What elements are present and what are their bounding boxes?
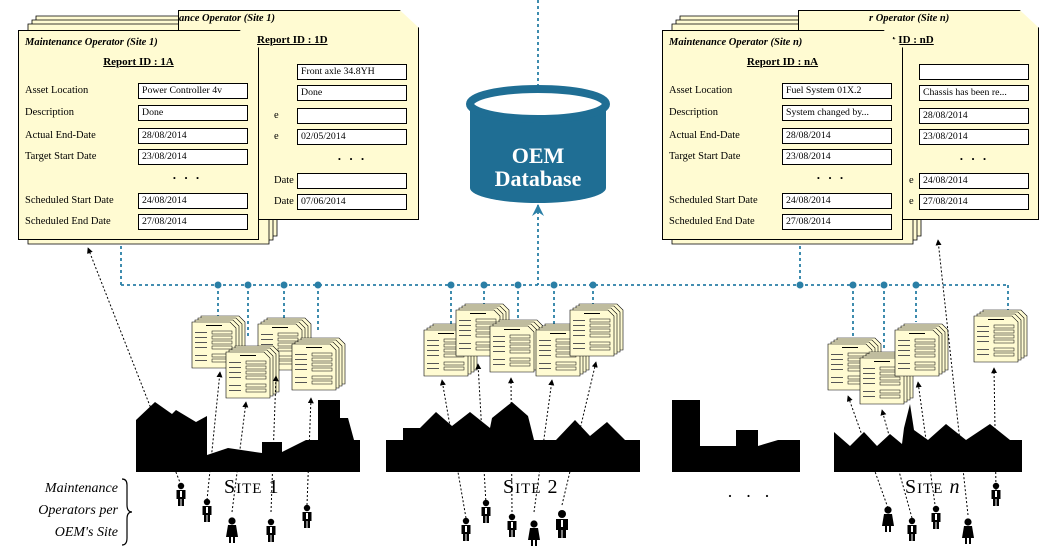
field-value: 24/08/2014 <box>782 193 892 209</box>
field-value: 24/08/2014 <box>919 173 1029 189</box>
site-label-initial: S <box>224 476 237 498</box>
report-id: Report ID : 1D <box>257 34 328 46</box>
field-value: 28/08/2014 <box>919 108 1029 124</box>
field-value <box>297 173 407 189</box>
field-label-fragment: e <box>909 196 914 207</box>
field-row: Actual End-Date 28/08/2014 <box>25 128 252 145</box>
field-label: Scheduled End Date <box>669 216 755 227</box>
field-value <box>297 108 407 124</box>
field-value: System changed by... <box>782 105 892 121</box>
network-nodes <box>214 281 920 289</box>
site-mid-building-icon <box>672 400 800 472</box>
site2-building-icon <box>386 402 640 472</box>
field-value: 27/08/2014 <box>919 194 1029 210</box>
database-icon <box>466 85 610 203</box>
field-label: Actual End-Date <box>669 130 740 141</box>
field-label-fragment: e <box>909 175 914 186</box>
field-label: Target Start Date <box>669 151 741 162</box>
field-value: 23/08/2014 <box>919 129 1029 145</box>
field-label-fragment: e <box>274 110 279 121</box>
operator-arrows <box>87 239 998 519</box>
site-label-rest: ITE <box>236 481 263 497</box>
database-label-line1: OEM <box>512 143 565 168</box>
field-label: Target Start Date <box>25 151 97 162</box>
siten-building-icon <box>834 404 1022 472</box>
field-value: 24/08/2014 <box>138 193 248 209</box>
field-label: Asset Location <box>25 85 89 96</box>
more-sites-ellipsis: · · · <box>727 486 774 506</box>
ellipsis: · · · <box>816 170 846 185</box>
field-row: Scheduled Start Date 24/08/2014 <box>669 193 896 210</box>
site-label-rest: ITE <box>917 481 944 497</box>
upload-arrow-icon <box>532 204 544 216</box>
field-value: Fuel System 01X.2 <box>782 83 892 99</box>
field-label-fragment: Date <box>274 196 294 207</box>
field-value: 07/06/2014 <box>297 194 407 210</box>
field-row: Asset Location Fuel System 01X.2 <box>669 83 896 100</box>
field-value: 27/08/2014 <box>138 214 248 230</box>
site-label-initial: S <box>905 476 918 498</box>
site-label-number: n <box>949 476 961 498</box>
site-label-1: SITE 1 <box>224 476 279 499</box>
field-row: Target Start Date 23/08/2014 <box>669 149 896 166</box>
field-value <box>919 64 1029 80</box>
ellipsis: · · · <box>172 170 202 185</box>
operators-site2 <box>461 499 568 546</box>
report-card-title-fragment: ance Operator (Site 1) <box>179 13 275 24</box>
side-label-line: Maintenance <box>44 481 118 496</box>
field-label: Description <box>25 107 74 118</box>
field-label-fragment: Date <box>274 175 294 186</box>
report-card-nA: Maintenance Operator (Site n) Report ID … <box>662 30 903 240</box>
database-label-line2: Database <box>495 166 582 191</box>
ellipsis: · · · <box>959 151 989 166</box>
site-label-initial: S <box>503 476 516 498</box>
field-row: Asset Location Power Controller 4v <box>25 83 252 100</box>
field-label: Scheduled Start Date <box>25 195 114 206</box>
field-value: Chassis has been re... <box>919 85 1029 101</box>
site-label-rest: ITE <box>515 481 542 497</box>
field-label: Actual End-Date <box>25 130 96 141</box>
report-card-title: Maintenance Operator (Site n) <box>669 37 803 48</box>
field-value: Power Controller 4v <box>138 83 248 99</box>
field-row: Target Start Date 23/08/2014 <box>25 149 252 166</box>
report-id: Report ID : 1A <box>103 56 174 68</box>
field-value: 02/05/2014 <box>297 129 407 145</box>
field-value: Done <box>138 105 248 121</box>
field-row: Description System changed by... <box>669 105 896 122</box>
side-label-line: Operators per <box>38 503 118 518</box>
field-label-fragment: e <box>274 131 279 142</box>
field-row: Description Done <box>25 105 252 122</box>
report-card-1A: Maintenance Operator (Site 1) Report ID … <box>18 30 259 240</box>
site-label-n: SITE n <box>905 476 960 499</box>
field-label: Scheduled End Date <box>25 216 111 227</box>
site-label-number: 1 <box>268 476 280 498</box>
field-value: 27/08/2014 <box>782 214 892 230</box>
report-card-title: Maintenance Operator (Site 1) <box>25 37 158 48</box>
mini-report-stacks <box>192 304 1027 404</box>
site1-building-icon <box>136 400 360 472</box>
field-label: Description <box>669 107 718 118</box>
report-id: rt ID : nD <box>887 34 934 46</box>
side-label: Maintenance Operators per OEM's Site <box>0 478 118 544</box>
field-row: Actual End-Date 28/08/2014 <box>669 128 896 145</box>
field-row: Scheduled Start Date 24/08/2014 <box>25 193 252 210</box>
field-value: 23/08/2014 <box>138 149 248 165</box>
site-label-2: SITE 2 <box>503 476 558 499</box>
field-value: 28/08/2014 <box>782 128 892 144</box>
field-value: Front axle 34.8YH <box>297 64 407 80</box>
brace <box>121 478 133 546</box>
field-row: Scheduled End Date 27/08/2014 <box>669 214 896 231</box>
report-id: Report ID : nA <box>746 56 819 68</box>
field-label: Asset Location <box>669 85 733 96</box>
site-label-number: 2 <box>547 476 559 498</box>
side-label-line: OEM's Site <box>54 525 118 540</box>
ellipsis: · · · <box>337 151 367 166</box>
field-value: 23/08/2014 <box>782 149 892 165</box>
field-label: Scheduled Start Date <box>669 195 758 206</box>
field-value: 28/08/2014 <box>138 128 248 144</box>
field-row: Scheduled End Date 27/08/2014 <box>25 214 252 231</box>
field-value: Done <box>297 85 407 101</box>
report-card-title-fragment: r Operator (Site n) <box>869 13 950 24</box>
